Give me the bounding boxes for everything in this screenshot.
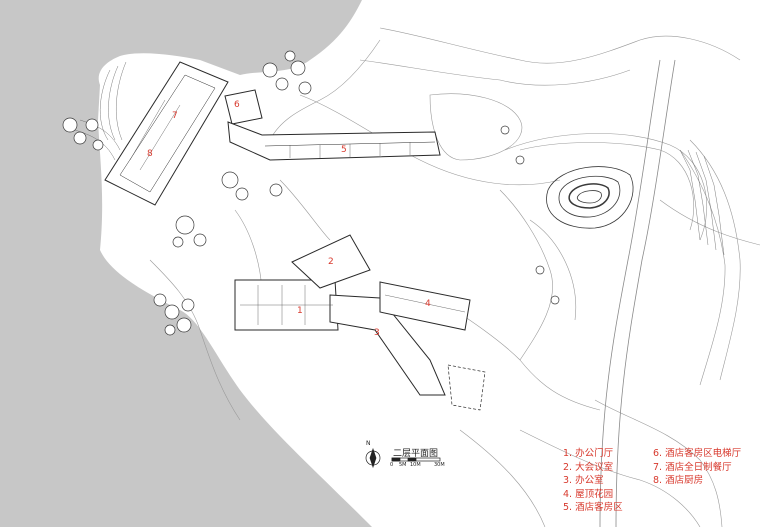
area-label-4: 4 <box>425 299 431 309</box>
scale-tick-5: 5M <box>399 462 407 468</box>
oval-feature <box>546 166 634 229</box>
area-label-6: 6 <box>234 100 240 110</box>
area-label-7: 7 <box>172 111 178 121</box>
legend-item: 1. 办公门厅 <box>563 448 614 459</box>
legend-column-1: 1. 办公门厅 2. 大会议室 3. 办公室 4. 屋顶花园 5. 酒店客房区 <box>563 447 623 515</box>
rock-hatching <box>74 61 725 256</box>
legend-item: 6. 酒店客房区电梯厅 <box>653 448 742 459</box>
area-label-3: 3 <box>374 328 380 338</box>
trees <box>62 50 560 336</box>
legend-item: 5. 酒店客房区 <box>563 502 623 513</box>
contour-lines <box>149 27 760 527</box>
area-label-2: 2 <box>328 257 334 267</box>
scale-tick-30: 30M <box>434 462 445 468</box>
interior-lines <box>129 99 466 325</box>
area-label-5: 5 <box>341 145 347 155</box>
legend-item: 3. 办公室 <box>563 475 604 486</box>
scale-tick-0: 0 <box>390 462 394 468</box>
legend-column-2: 6. 酒店客房区电梯厅 7. 酒店全日制餐厅 8. 酒店厨房 <box>653 447 741 488</box>
sea-area <box>0 0 372 527</box>
legend-item: 8. 酒店厨房 <box>653 475 704 486</box>
area-label-1: 1 <box>297 306 303 316</box>
scale-tick-10: 10M <box>410 462 421 468</box>
legend-item: 4. 屋顶花园 <box>563 488 614 500</box>
north-arrow <box>365 447 381 469</box>
road <box>599 59 676 527</box>
legend-item: 2. 大会议室 <box>563 461 614 473</box>
scale-bar <box>391 457 441 462</box>
buildings <box>104 61 486 411</box>
north-letter: N <box>366 440 371 447</box>
area-label-8: 8 <box>147 149 153 159</box>
plan-title: 二层平面图 <box>393 449 439 459</box>
legend-item: 7. 酒店全日制餐厅 <box>653 461 732 473</box>
